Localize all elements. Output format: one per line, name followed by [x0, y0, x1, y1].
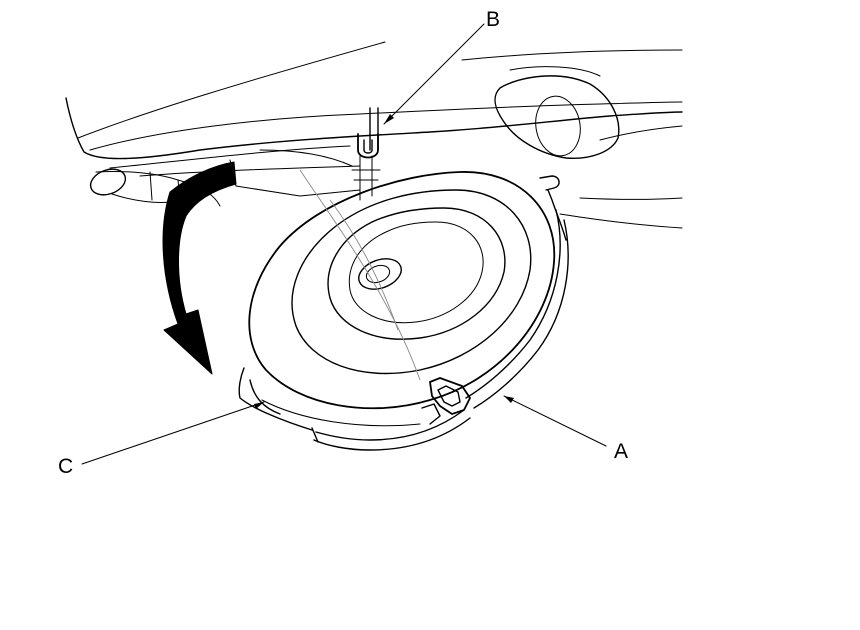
lowering-direction-arrow	[162, 161, 237, 375]
callout-b-label: B	[486, 8, 500, 31]
cable-hanger	[238, 175, 569, 451]
callout-c: C	[58, 401, 265, 478]
vehicle-underbody	[65, 41, 683, 229]
spare-tire	[248, 169, 556, 427]
callout-b: B	[383, 8, 500, 125]
callout-a: A	[503, 395, 628, 463]
right-exhaust-pipe	[494, 66, 620, 159]
hanger-bolt	[351, 107, 381, 201]
callout-a-label: A	[614, 440, 628, 463]
callout-c-label: C	[58, 455, 73, 478]
